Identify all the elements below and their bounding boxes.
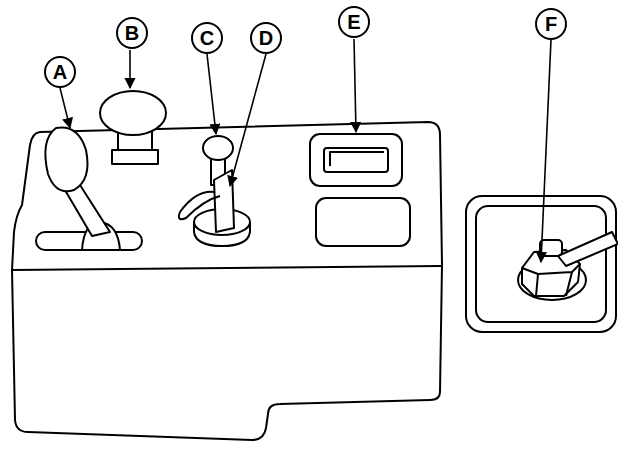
leader-line <box>541 40 551 262</box>
leader-line <box>230 54 266 186</box>
knob-c <box>203 136 233 160</box>
callout-circle: B <box>116 17 148 49</box>
callout-letter: F <box>545 14 557 34</box>
callout-letter: D <box>259 28 273 48</box>
button-base <box>112 150 158 164</box>
console-body <box>12 122 442 440</box>
remote-panel-inner <box>476 206 606 322</box>
leader-line <box>207 54 216 134</box>
display-housing <box>310 134 402 186</box>
cable <box>558 232 618 266</box>
display-glass <box>330 152 384 166</box>
button-cap <box>100 91 166 135</box>
callout-letter: E <box>347 12 360 32</box>
display-window <box>324 148 388 172</box>
callout-circle: D <box>250 22 282 54</box>
leader-line <box>354 39 356 132</box>
callout-circle: E <box>338 6 370 38</box>
callout-circle: F <box>535 8 567 40</box>
callout-letter: B <box>125 23 139 43</box>
leader-line <box>129 50 131 88</box>
remote-panel <box>466 196 616 332</box>
lever-stick <box>62 185 110 236</box>
panel-edge <box>13 266 441 270</box>
key-ring <box>179 192 220 219</box>
blank-plate <box>316 198 410 246</box>
lever-knob <box>45 127 87 191</box>
callout-circle: A <box>44 56 76 88</box>
nut-face <box>522 264 580 296</box>
nut-stud <box>540 240 562 256</box>
leader-line <box>60 88 70 128</box>
callout-letter: A <box>53 62 67 82</box>
callout-circle: C <box>191 22 223 54</box>
callout-letter: C <box>200 28 214 48</box>
